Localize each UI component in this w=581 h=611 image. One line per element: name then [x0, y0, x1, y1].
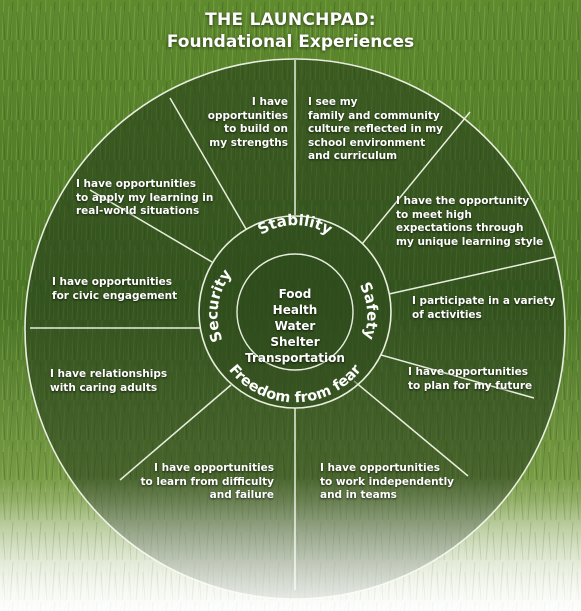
core-item-shelter: Shelter [270, 335, 320, 349]
segment-high-expectations: I have the opportunity to meet high expe… [396, 195, 544, 248]
segment-build-on-strengths: I have opportunities to build on my stre… [207, 96, 288, 149]
core-needs: Food Health Water Shelter Transportation [230, 286, 360, 366]
segment-civic-engagement: I have opportunities for civic engagemen… [52, 276, 178, 302]
diagram-title: THE LAUNCHPAD: [205, 10, 376, 30]
segment-real-world-learning: I have opportunities to apply my learnin… [76, 178, 214, 217]
segment-variety-of-activities: I participate in a variety of activities [412, 295, 556, 321]
core-item-transportation: Transportation [245, 351, 345, 365]
segment-plan-for-future: I have opportunities to plan for my futu… [408, 366, 533, 392]
segment-caring-adults: I have relationships with caring adults [50, 368, 168, 394]
core-item-health: Health [272, 303, 318, 317]
segment-culture-reflected: I see my family and community culture re… [308, 96, 444, 162]
diagram-subtitle: Foundational Experiences [166, 32, 415, 52]
segment-learn-from-failure: I have opportunities to learn from diffi… [140, 462, 274, 501]
core-item-food: Food [278, 287, 312, 301]
segment-work-independently: I have opportunities to work independent… [320, 462, 455, 501]
core-item-water: Water [274, 319, 316, 333]
